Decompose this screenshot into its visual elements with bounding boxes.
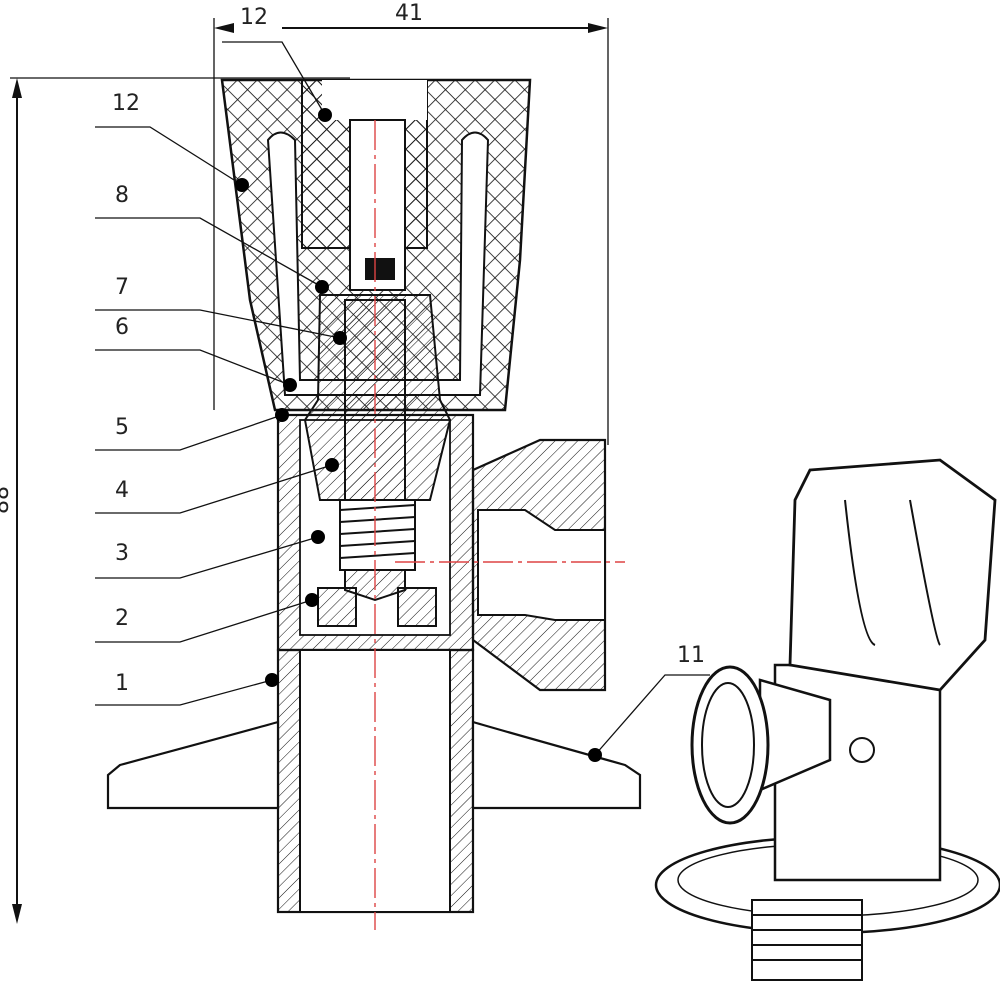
callout-label-1: 1 bbox=[115, 671, 129, 696]
callout-label-5: 5 bbox=[115, 415, 129, 440]
callout-label-3: 3 bbox=[115, 541, 129, 566]
callout-label-6: 6 bbox=[115, 315, 129, 340]
dimension-12-label: 12 bbox=[240, 5, 268, 30]
dimension-88-label: 88 bbox=[0, 486, 14, 514]
callout-12: 12 bbox=[95, 91, 249, 192]
callout-label-4: 4 bbox=[115, 478, 129, 503]
dimension-width: 41 12 bbox=[213, 1, 609, 445]
callout-3: 3 bbox=[95, 530, 325, 579]
callout-label-12: 12 bbox=[112, 91, 140, 116]
valve-handle-section bbox=[220, 78, 532, 412]
callout-12-top bbox=[222, 41, 332, 122]
valve-body-section bbox=[106, 294, 642, 914]
callout-label-2: 2 bbox=[115, 606, 129, 631]
callouts: 12 8 7 6 5 4 3 2 1 11 bbox=[95, 41, 710, 762]
callout-5: 5 bbox=[95, 408, 289, 451]
callout-6: 6 bbox=[95, 315, 297, 392]
callout-4: 4 bbox=[95, 458, 339, 514]
callout-11: 11 bbox=[588, 643, 710, 762]
callout-7: 7 bbox=[95, 275, 347, 345]
dimension-height: 88 bbox=[0, 77, 350, 924]
callout-8: 8 bbox=[95, 183, 329, 294]
valve-3d-view bbox=[654, 458, 1000, 981]
callout-label-8: 8 bbox=[115, 183, 129, 208]
dimension-41-label: 41 bbox=[395, 1, 423, 26]
centerlines bbox=[374, 120, 625, 930]
callout-2: 2 bbox=[95, 593, 319, 643]
callout-label-11: 11 bbox=[677, 643, 705, 668]
callout-label-7: 7 bbox=[115, 275, 129, 300]
callout-1: 1 bbox=[95, 671, 279, 706]
